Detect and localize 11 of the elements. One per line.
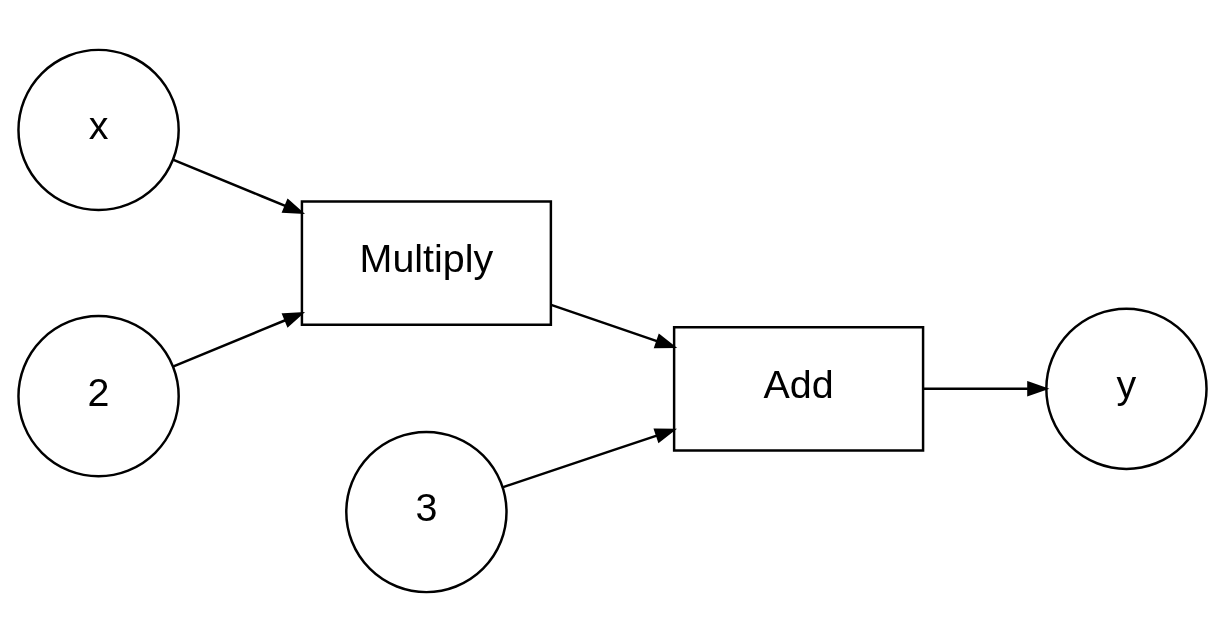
node-circle: 2 [17,314,180,478]
arrow [173,311,306,367]
node-box: Add [672,325,925,452]
arrow [502,427,677,488]
arrow [923,380,1050,397]
arrow [550,303,678,348]
node-circle: y [1045,306,1208,470]
arrow [173,158,306,214]
node-circle: x [17,48,180,211]
node-circle: 3 [345,430,508,593]
node-box: Multiply [300,199,553,326]
